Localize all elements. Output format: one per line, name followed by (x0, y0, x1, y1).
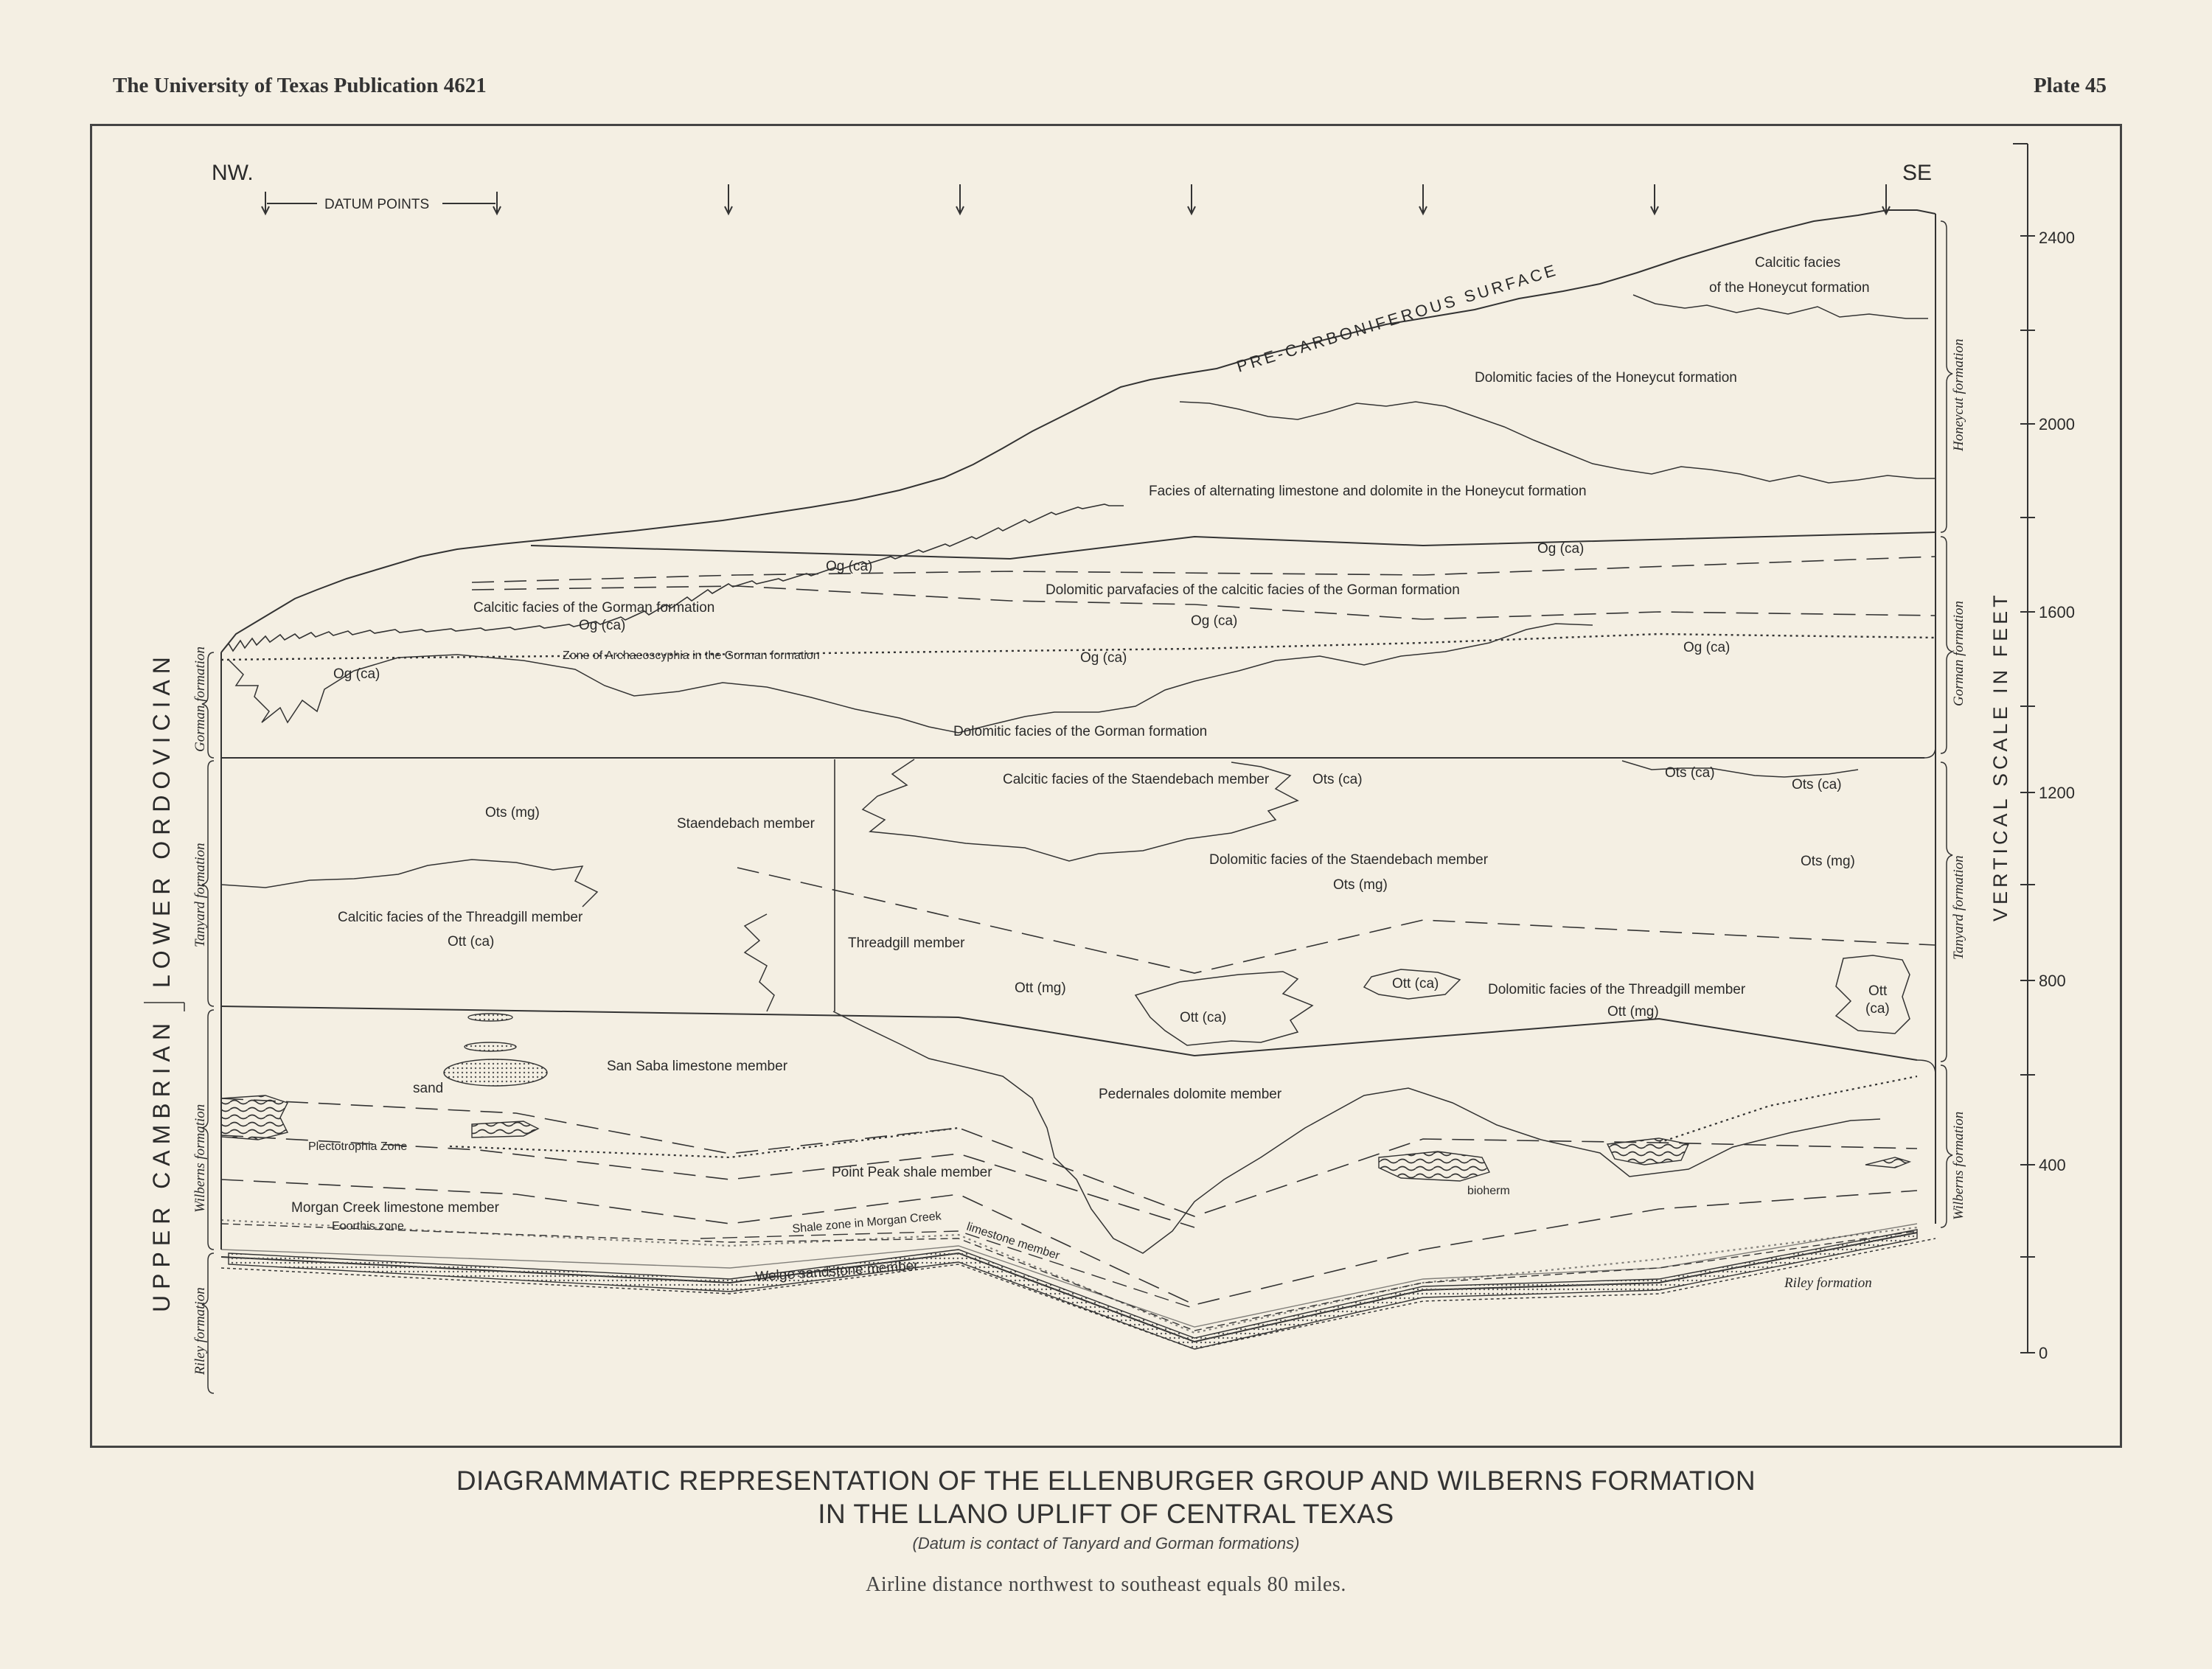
riley-formation-label: Riley formation (1784, 1275, 1872, 1291)
upper-cambrian-label: UPPER CAMBRIAN (148, 1017, 175, 1312)
caption-distance: Airline distance northwest to southeast … (866, 1573, 1346, 1596)
left-tanyard-formation: Tanyard formation (192, 843, 208, 947)
og-ca-label: Og (ca) (1080, 650, 1127, 666)
right-gorman-formation: Gorman formation (1951, 601, 1966, 706)
honeycut-calcitic-label: Calcitic facies (1755, 255, 1840, 271)
ott-label: Ott (1868, 983, 1888, 999)
ott-mg-label: Ott (mg) (1607, 1004, 1659, 1020)
surface-label: PRE-CARBONIFEROUS SURFACE (1234, 260, 1560, 376)
og-ca-label: Og (ca) (1191, 613, 1237, 629)
caption-title-2: IN THE LLANO UPLIFT OF CENTRAL TEXAS (818, 1499, 1394, 1529)
scale-tick-label: 1200 (2039, 784, 2075, 802)
limestone-member-label: limestone member (965, 1221, 1062, 1263)
ots-ca-label: Ots (ca) (1665, 765, 1715, 781)
staendebach-member-label: Staendebach member (677, 816, 815, 832)
scale-tick-label: 2000 (2039, 415, 2075, 433)
ott-ca-label: Ott (ca) (1392, 976, 1439, 992)
publication-title: The University of Texas Publication 4621 (113, 74, 487, 97)
pre-carboniferous-surface (220, 209, 1936, 653)
right-honeycut-formation: Honeycut formation (1951, 338, 1966, 452)
vertical-scale (2013, 143, 2035, 1353)
ots-mg-label: Ots (mg) (1333, 877, 1388, 893)
ots-ca-label: Ots (ca) (1792, 777, 1842, 792)
threadgill-calcitic-label: Calcitic facies of the Threadgill member (338, 910, 583, 925)
honeycut-alternating-label: Facies of alternating limestone and dolo… (1149, 484, 1587, 499)
se-label: SE (1902, 161, 1932, 185)
caption-title-1: DIAGRAMMATIC REPRESENTATION OF THE ELLEN… (456, 1466, 1756, 1496)
og-ca-label: Og (ca) (333, 666, 380, 682)
og-ca-label: Og (ca) (1537, 541, 1584, 557)
honeycut-calcitic-label-2: of the Honeycut formation (1709, 280, 1870, 296)
plectotrophia-label: Plectotrophia Zone (308, 1140, 407, 1153)
san-saba-label: San Saba limestone member (607, 1059, 788, 1074)
shale-zone-label: Shale zone in Morgan Creek (792, 1210, 942, 1236)
og-ca-label: Og (ca) (1683, 640, 1730, 655)
scale-title: VERTICAL SCALE IN FEET (1989, 591, 2011, 921)
caption-note: (Datum is contact of Tanyard and Gorman … (912, 1534, 1300, 1553)
scale-tick-label: 2400 (2039, 229, 2075, 247)
staendebach-dolomitic-label: Dolomitic facies of the Staendebach memb… (1209, 852, 1489, 868)
ott-ca-label: Ott (ca) (448, 934, 494, 950)
archaeoscyphia-label: Zone of Archaeoscyphia in the Gorman for… (563, 649, 820, 662)
eoorthis-label: Eoorthis zone (332, 1220, 404, 1233)
pedernales-label: Pedernales dolomite member (1099, 1087, 1282, 1102)
honeycut-dolomitic-label: Dolomitic facies of the Honeycut formati… (1475, 370, 1737, 386)
left-riley-formation: Riley formation (192, 1287, 208, 1376)
ots-ca-label: Ots (ca) (1312, 772, 1363, 787)
lower-ordovician-label: LOWER ORDOVICIAN (148, 651, 175, 988)
scale-tick-label: 800 (2039, 972, 2066, 990)
diagram-frame (90, 124, 2122, 1448)
welge-sandstone (228, 1229, 1918, 1350)
welge-label: Welge sandstone member (755, 1258, 919, 1285)
bioherm-body (1378, 1151, 1490, 1182)
threadgill-dolomitic-label: Dolomitic facies of the Threadgill membe… (1488, 982, 1746, 997)
scale-tick-label: 0 (2039, 1344, 2048, 1362)
right-wilberns-formation: Wilberns formation (1951, 1112, 1966, 1220)
ca-label: (ca) (1865, 1001, 1890, 1017)
plate-number: Plate 45 (2033, 74, 2107, 97)
staendebach-calcitic-label: Calcitic facies of the Staendebach membe… (1003, 772, 1270, 787)
datum-points-label: DATUM POINTS (324, 197, 429, 212)
point-peak-label: Point Peak shale member (832, 1165, 992, 1180)
og-ca-label: Og (ca) (826, 559, 872, 574)
morgan-creek-label: Morgan Creek limestone member (291, 1200, 500, 1216)
threadgill-member-label: Threadgill member (848, 935, 965, 951)
ott-mg-label: Ott (mg) (1015, 980, 1066, 996)
ott-ca-label: Ott (ca) (1180, 1010, 1226, 1025)
sand-label: sand (413, 1081, 443, 1096)
scale-tick-label: 1600 (2039, 603, 2075, 621)
right-tanyard-formation: Tanyard formation (1951, 855, 1966, 960)
ots-mg-label: Ots (mg) (1801, 854, 1855, 869)
ots-mg-label: Ots (mg) (485, 805, 540, 820)
og-ca-label: Og (ca) (579, 618, 625, 633)
nw-label: NW. (212, 161, 254, 185)
gorman-calcitic-label: Calcitic facies of the Gorman formation (473, 600, 714, 616)
scale-tick-label: 400 (2039, 1156, 2066, 1174)
sand-body (443, 1059, 548, 1087)
left-gorman-formation: Gorman formation (192, 647, 208, 752)
gorman-dolomitic-label: Dolomitic facies of the Gorman formation (953, 724, 1207, 739)
gorman-parvafacies-label: Dolomitic parvafacies of the calcitic fa… (1046, 582, 1460, 598)
bioherm-label: bioherm (1467, 1185, 1510, 1197)
left-wilberns-formation: Wilberns formation (192, 1104, 208, 1213)
